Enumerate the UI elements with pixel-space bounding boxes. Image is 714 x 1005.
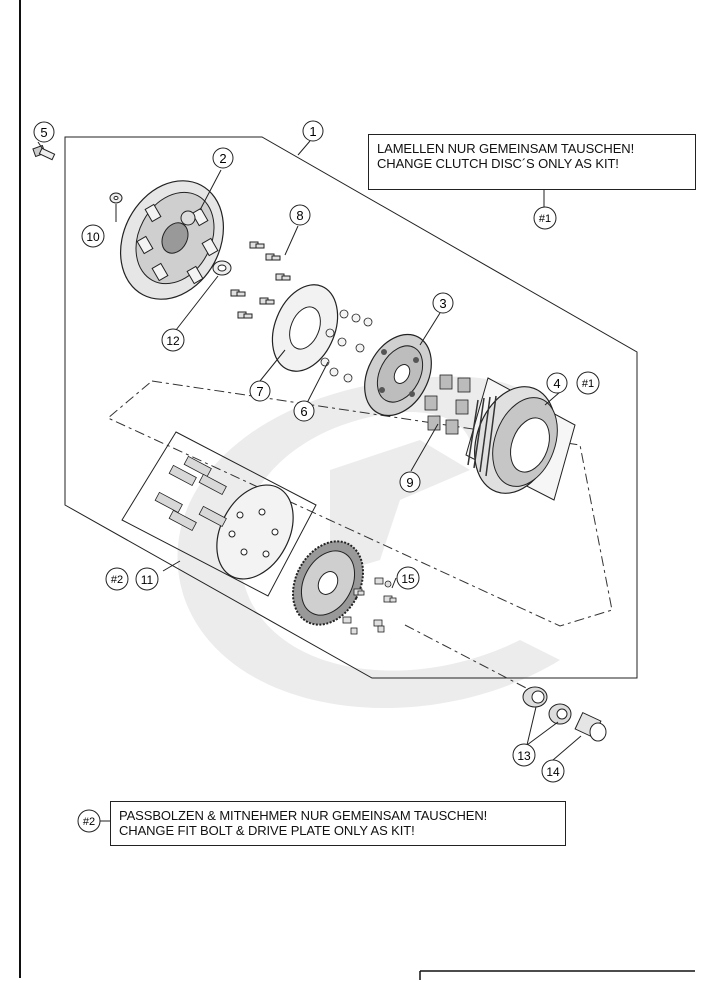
callout-3-label: 3 bbox=[439, 296, 446, 311]
callout-10-label: 10 bbox=[86, 230, 100, 244]
drive-plate-part-11 bbox=[154, 455, 294, 580]
callout-9: 9 bbox=[399, 471, 421, 493]
callout-10: 10 bbox=[81, 224, 105, 248]
callout-kit2-note: #2 bbox=[77, 809, 101, 833]
gear-part bbox=[291, 540, 365, 626]
pressure-plate-part-7 bbox=[271, 284, 339, 372]
callout-11-label: 11 bbox=[141, 573, 154, 587]
callout-2: 2 bbox=[212, 147, 234, 169]
note-1-english: CHANGE CLUTCH DISC´S ONLY AS KIT! bbox=[377, 156, 619, 171]
callout-kit2-part11: #2 bbox=[105, 567, 129, 591]
springs-part-9 bbox=[424, 374, 471, 435]
callout-2-label: 2 bbox=[219, 151, 226, 166]
callout-8: 8 bbox=[289, 204, 311, 226]
callout-1-label: 1 bbox=[309, 124, 316, 139]
callout-15: 15 bbox=[396, 566, 420, 590]
washer-part-10 bbox=[109, 192, 123, 204]
note-fit-bolt-kit: PASSBOLZEN & MITNEHMER NUR GEMEINSAM TAU… bbox=[110, 801, 566, 846]
callout-12-label: 12 bbox=[166, 334, 180, 348]
callout-4: 4 bbox=[546, 372, 568, 394]
callout-12: 12 bbox=[161, 328, 185, 352]
callout-kit2-note-label: #2 bbox=[83, 816, 95, 828]
note-2-german: PASSBOLZEN & MITNEHMER NUR GEMEINSAM TAU… bbox=[119, 808, 488, 823]
callout-5: 5 bbox=[33, 121, 55, 143]
callout-kit1-part4: #1 bbox=[576, 371, 600, 395]
callout-kit1-note: #1 bbox=[533, 206, 557, 230]
callout-kit1-part4-label: #1 bbox=[582, 378, 594, 390]
note-1-german: LAMELLEN NUR GEMEINSAM TAUSCHEN! bbox=[377, 141, 635, 156]
callout-13-label: 13 bbox=[517, 749, 531, 763]
balls-part-6 bbox=[320, 309, 373, 383]
washer-part-12 bbox=[212, 260, 232, 276]
callout-7: 7 bbox=[249, 380, 271, 402]
screws-part-8 bbox=[230, 241, 291, 319]
assembly-outline bbox=[64, 136, 638, 679]
callout-15-label: 15 bbox=[401, 572, 415, 586]
callout-7-label: 7 bbox=[256, 384, 263, 399]
callout-13: 13 bbox=[512, 743, 536, 767]
clutch-discs-part-4 bbox=[465, 377, 576, 501]
dashed-leader-shaft bbox=[404, 624, 531, 691]
bolt-part-5 bbox=[32, 144, 56, 161]
callout-4-label: 4 bbox=[553, 376, 560, 391]
callout-3: 3 bbox=[432, 292, 454, 314]
drive-plate-kit-box bbox=[121, 431, 317, 597]
callout-6: 6 bbox=[293, 400, 315, 422]
watermark-logo bbox=[177, 376, 560, 708]
callout-6-label: 6 bbox=[300, 404, 307, 419]
callout-kit1-note-label: #1 bbox=[539, 213, 551, 225]
note-2-english: CHANGE FIT BOLT & DRIVE PLATE ONLY AS KI… bbox=[119, 823, 415, 838]
callout-14-label: 14 bbox=[546, 765, 560, 779]
bushings-part-13 bbox=[522, 686, 572, 725]
clutch-hub-part-3 bbox=[364, 333, 432, 417]
callout-1: 1 bbox=[302, 120, 324, 142]
clutch-basket-part bbox=[119, 180, 225, 300]
callout-5-label: 5 bbox=[40, 125, 47, 140]
leader-lines bbox=[37, 140, 582, 822]
screws-part-15 bbox=[342, 577, 397, 635]
callout-8-label: 8 bbox=[296, 208, 303, 223]
callout-11: 11 bbox=[135, 567, 159, 591]
callout-kit2-part11-label: #2 bbox=[111, 574, 123, 586]
spacer-part-14 bbox=[574, 711, 607, 742]
callout-14: 14 bbox=[541, 759, 565, 783]
callout-9-label: 9 bbox=[406, 475, 413, 490]
note-clutch-disc-kit: LAMELLEN NUR GEMEINSAM TAUSCHEN! CHANGE … bbox=[368, 134, 696, 190]
